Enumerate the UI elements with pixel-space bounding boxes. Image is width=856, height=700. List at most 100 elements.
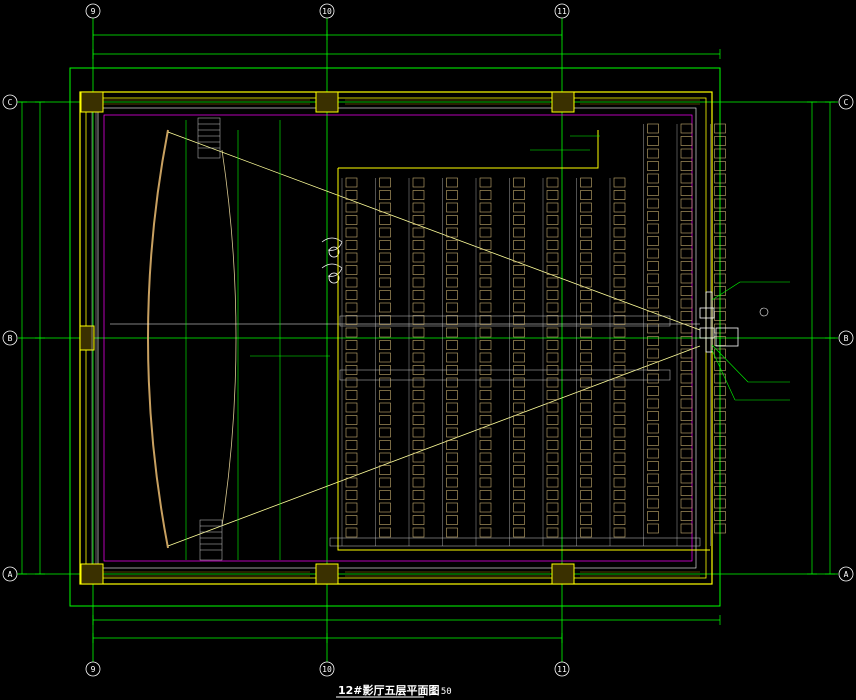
seat [580, 427, 592, 438]
seat [546, 415, 559, 425]
seat [479, 440, 492, 450]
seat [613, 440, 626, 450]
seat [513, 377, 525, 388]
seat [379, 190, 391, 200]
seat [479, 315, 492, 325]
grid-bubble-row-c-right: C [838, 94, 854, 110]
seat [412, 190, 425, 200]
seat [546, 227, 559, 238]
left-wall-strip [91, 112, 97, 564]
seat [714, 523, 726, 534]
seat [580, 202, 592, 213]
seat [513, 390, 525, 400]
seat [446, 352, 458, 363]
seat [613, 177, 626, 188]
seat [647, 136, 659, 146]
seat [680, 523, 693, 534]
seat [714, 411, 726, 421]
drawing-title: 12#影厅五层平面图 [338, 683, 440, 697]
seat [613, 240, 626, 250]
seat [513, 252, 525, 263]
seat [680, 486, 693, 496]
structural-columns [79, 91, 575, 585]
seat [412, 415, 425, 425]
seat [345, 390, 358, 400]
seat [513, 202, 525, 213]
grid-label: A [844, 570, 849, 579]
seat [412, 440, 425, 450]
seat [680, 211, 693, 221]
seat [714, 473, 726, 484]
seat [412, 402, 425, 413]
seat [647, 386, 659, 396]
seat [647, 373, 659, 384]
seat [546, 465, 559, 475]
seat [580, 327, 592, 338]
seat [379, 490, 391, 500]
seat [714, 123, 726, 134]
seat [580, 515, 592, 525]
seat [446, 427, 458, 438]
seat [647, 186, 659, 196]
seat [345, 327, 358, 338]
seat [546, 265, 559, 275]
seat [647, 273, 659, 284]
seat [412, 202, 425, 213]
seat [714, 461, 726, 471]
seat [546, 302, 559, 313]
seat [479, 240, 492, 250]
seat [680, 448, 693, 459]
seat [680, 136, 693, 146]
grid-bubble-col-10-bottom: 10 [319, 661, 335, 677]
seat [379, 352, 391, 363]
seat [345, 177, 358, 188]
seat [379, 327, 391, 338]
seat [680, 511, 693, 521]
seat [379, 277, 391, 288]
seat [446, 327, 458, 338]
seat [479, 427, 492, 438]
seat [446, 477, 458, 488]
seat [580, 252, 592, 263]
drawing-scale: 1:50 [430, 687, 452, 697]
seat [647, 336, 659, 346]
seat [580, 277, 592, 288]
seat [580, 340, 592, 350]
seat [680, 461, 693, 471]
seat [479, 327, 492, 338]
seat [345, 290, 358, 300]
seat [580, 440, 592, 450]
seat [379, 290, 391, 300]
row-label-markers [329, 315, 701, 547]
seat [647, 461, 659, 471]
seat [647, 211, 659, 221]
seat [513, 265, 525, 275]
seat [714, 248, 726, 259]
seat [379, 340, 391, 350]
column [551, 563, 575, 585]
seat [345, 415, 358, 425]
seat [546, 190, 559, 200]
seat [580, 227, 592, 238]
seat [345, 302, 358, 313]
seat [412, 215, 425, 225]
seat [680, 236, 693, 246]
seat [714, 298, 726, 309]
seat [479, 465, 492, 475]
seat [647, 248, 659, 259]
seat [647, 498, 659, 509]
seat [379, 252, 391, 263]
seat [714, 198, 726, 209]
seat [479, 477, 492, 488]
seat [647, 223, 659, 234]
seat [513, 352, 525, 363]
seat [546, 427, 559, 438]
seat [580, 415, 592, 425]
seat [379, 452, 391, 463]
note-box [530, 135, 600, 151]
seat [345, 227, 358, 238]
seat [580, 177, 592, 188]
seat [714, 336, 726, 346]
seat [446, 302, 458, 313]
